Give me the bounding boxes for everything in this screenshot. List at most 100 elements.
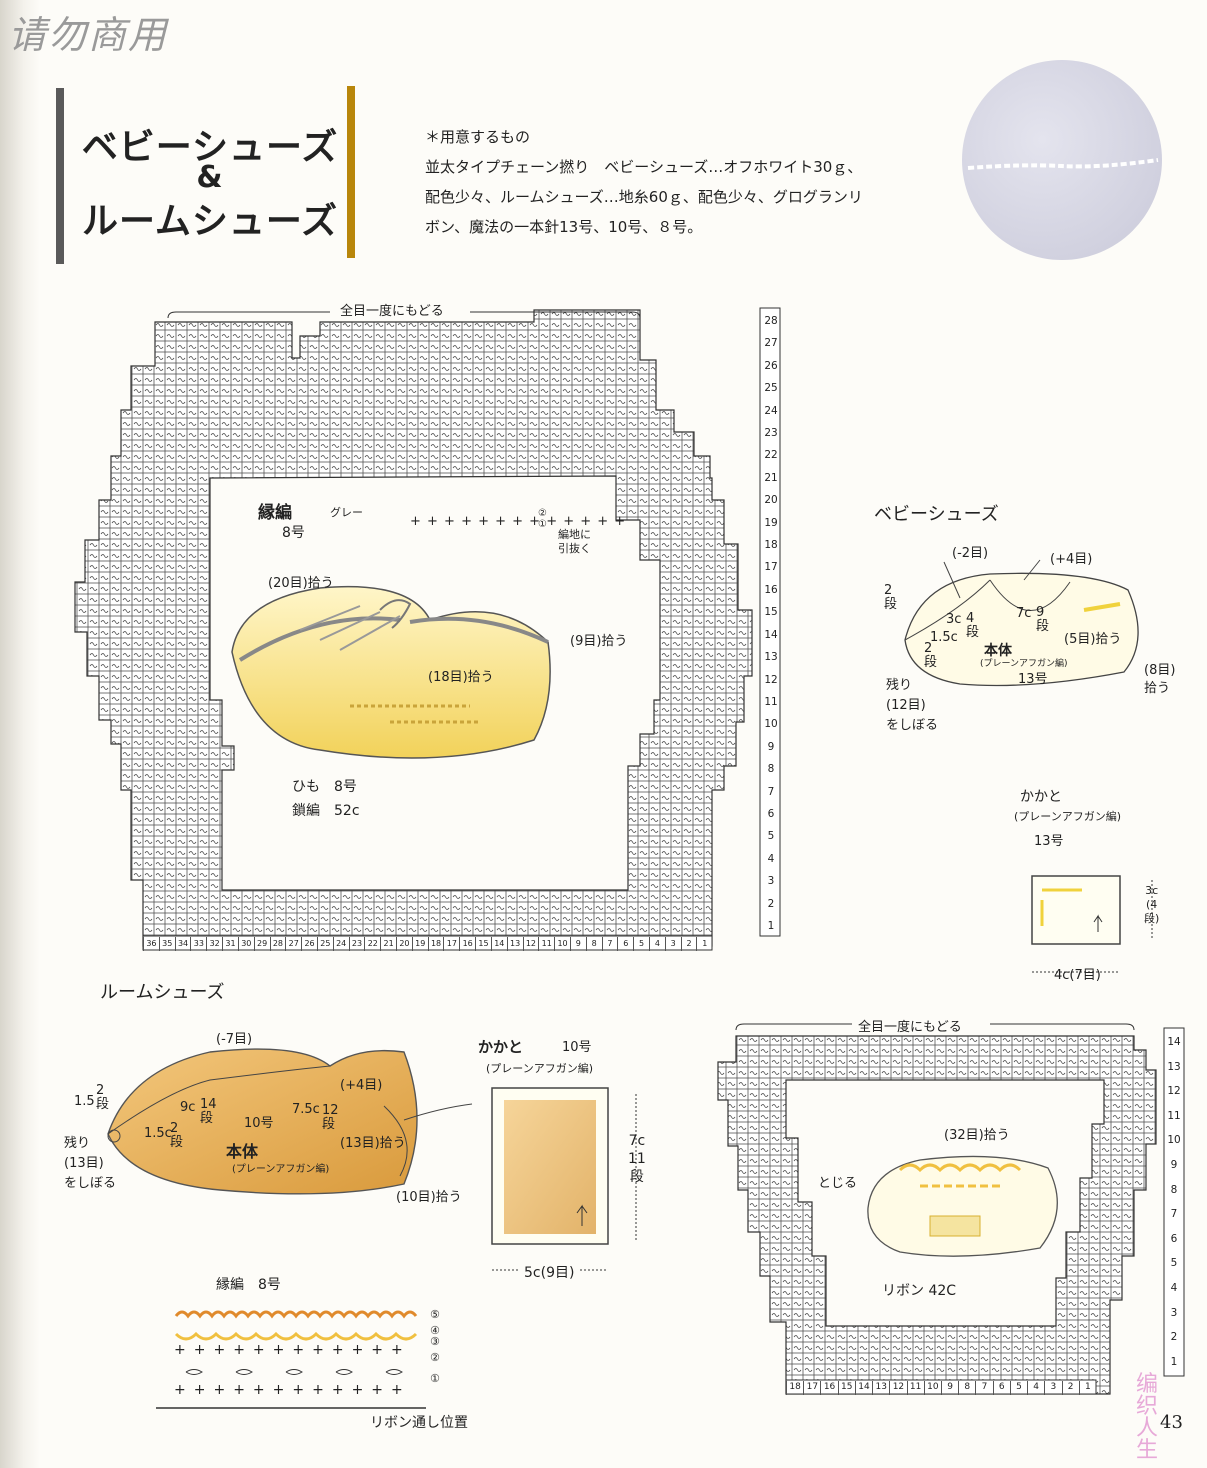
room-rem-2: (13目) — [64, 1156, 104, 1171]
chart2-col-num-4: 4 — [1027, 1381, 1044, 1395]
room-c15: 1.5c — [144, 1126, 172, 1141]
chart1-row-num-11: 11 — [764, 695, 778, 708]
chart2-col-num-15: 15 — [837, 1381, 855, 1395]
chart1-col-num-31: 31 — [222, 937, 238, 951]
title-bar-left — [56, 88, 64, 264]
chart1-row-num-8: 8 — [767, 763, 775, 776]
chart1-row-num-2: 2 — [767, 897, 775, 910]
materials-heading: ＊用意するもの — [425, 128, 531, 146]
baby-heading: ベビーシューズ — [874, 504, 999, 525]
chart1-col-num-28: 28 — [269, 937, 286, 951]
chart1-row-num-10: 10 — [764, 718, 778, 731]
materials-line-3: ボン、魔法の一本針13号、10号、８号。 — [425, 218, 703, 236]
room-rem-1: 残り — [64, 1136, 91, 1151]
chart2-row-num-3: 3 — [1170, 1306, 1178, 1319]
room-c15-num: 2 — [170, 1121, 179, 1136]
baby-c15-unit: 段 — [924, 655, 938, 670]
chart1-row-num-25: 25 — [764, 382, 778, 395]
page-number: 43 — [1160, 1412, 1183, 1433]
baby-rem-2: (12目) — [886, 698, 926, 713]
chart1-grid — [74, 309, 753, 947]
chart1-pick9: (9目)拾う — [570, 634, 628, 649]
room-edge-row-3: ++++++++++++ — [174, 1342, 411, 1358]
chart2-col-num-6: 6 — [992, 1381, 1010, 1395]
chart1-row-num-3: 3 — [767, 875, 775, 888]
chart1-row-num-9: 9 — [767, 740, 775, 753]
baby-remaining: 残り (12目) をしぼる — [886, 676, 938, 736]
baby-c15: 1.5c — [930, 630, 958, 645]
room-shoe-side-diagram — [107, 1048, 473, 1195]
chart2-row-num-10: 10 — [1167, 1134, 1181, 1147]
chart1-col-num-8: 8 — [585, 937, 602, 951]
yarn-swatch-photo — [962, 60, 1162, 260]
room-rem-3: をしぼる — [64, 1176, 117, 1191]
chart1-col-num-16: 16 — [459, 937, 475, 951]
baby-c4-num: 4 — [966, 611, 975, 626]
chart1-row-num-14: 14 — [764, 628, 778, 641]
chart1-cord-2: 鎖編 52c — [292, 803, 360, 819]
chart1-col-num-27: 27 — [285, 937, 301, 951]
chart1-col-num-30: 30 — [237, 937, 254, 951]
room-edge-row-marks: ⑤ ④ ③ ② ① — [430, 1304, 440, 1389]
chart2-row-num-14: 14 — [1167, 1036, 1181, 1048]
chart2-col-num-17: 17 — [803, 1381, 820, 1395]
chart1-row-num-19: 19 — [764, 516, 778, 529]
baby-heel-h3: 段) — [1144, 912, 1160, 925]
chart1-row-num-15: 15 — [764, 606, 778, 619]
baby-pick8-count: (8目) — [1144, 663, 1176, 678]
chart1-cord-1: ひも 8号 — [292, 779, 357, 795]
chart1-col-num-24: 24 — [332, 937, 349, 951]
chart1-row-num-21: 21 — [764, 471, 778, 484]
room-c12-unit: 段 — [322, 1117, 336, 1132]
chart1-col-num-6: 6 — [617, 937, 633, 951]
baby-pick5: (5目)拾う — [1064, 632, 1122, 647]
chart1-col-num-10: 10 — [554, 937, 570, 951]
title-line-1: ベビーシューズ — [81, 127, 339, 168]
room-plus4: (+4目) — [340, 1078, 383, 1093]
chart2-pick32: (32目)拾う — [944, 1128, 1010, 1143]
chart2-row-num-6: 6 — [1170, 1232, 1178, 1245]
chart2-ribbon: リボン 42C — [882, 1283, 957, 1299]
chart1-edge-symbols: + + + + + + + + + + + + + — [410, 514, 627, 529]
chart2-row-strip — [1163, 1027, 1185, 1377]
chart1-col-num-12: 12 — [522, 937, 539, 951]
chart1-col-num-4: 4 — [649, 937, 665, 951]
chart2-row-num-7: 7 — [1170, 1208, 1178, 1221]
baby-heel-needle: 13号 — [1034, 834, 1064, 849]
room-shoe-top-illustration — [867, 1155, 1058, 1257]
chart1-col-num-1: 1 — [696, 937, 712, 951]
chart1-col-num-18: 18 — [427, 937, 444, 951]
chart1-row-num-16: 16 — [764, 583, 778, 596]
chart1-row-num-7: 7 — [767, 785, 775, 798]
chart2-row-num-13: 13 — [1167, 1060, 1181, 1073]
chart1-row-num-23: 23 — [764, 427, 778, 440]
room-c15-left-unit: 段 — [96, 1097, 110, 1112]
chart1-top-bracket — [167, 311, 641, 319]
chart1-row-num-12: 12 — [764, 673, 778, 686]
chart2-row-num-4: 4 — [1170, 1281, 1178, 1294]
chart1-col-num-7: 7 — [601, 937, 618, 951]
chart2-col-num-7: 7 — [975, 1381, 992, 1395]
baby-rem-3: をしぼる — [886, 718, 939, 733]
room-c12-num: 12 — [322, 1103, 339, 1118]
room-heel-height: 7c 11 段 — [628, 1132, 646, 1186]
chart1-col-num-3: 3 — [664, 937, 681, 951]
chart2-col-num-12: 12 — [889, 1381, 906, 1395]
site-logo: 编织人生 — [1135, 1372, 1160, 1463]
chart1-col-num-35: 35 — [158, 937, 175, 951]
chart2-col-num-1: 1 — [1078, 1381, 1096, 1395]
room-c75: 7.5c — [292, 1102, 320, 1117]
room-c15-unit: 段 — [170, 1135, 184, 1150]
chart1-col-num-9: 9 — [569, 937, 586, 951]
chart1-col-num-15: 15 — [475, 937, 491, 951]
chart1-col-num-19: 19 — [411, 937, 428, 951]
chart1-top-note: 全目一度にもどる — [340, 304, 444, 319]
chart2-col-num-9: 9 — [940, 1381, 958, 1395]
